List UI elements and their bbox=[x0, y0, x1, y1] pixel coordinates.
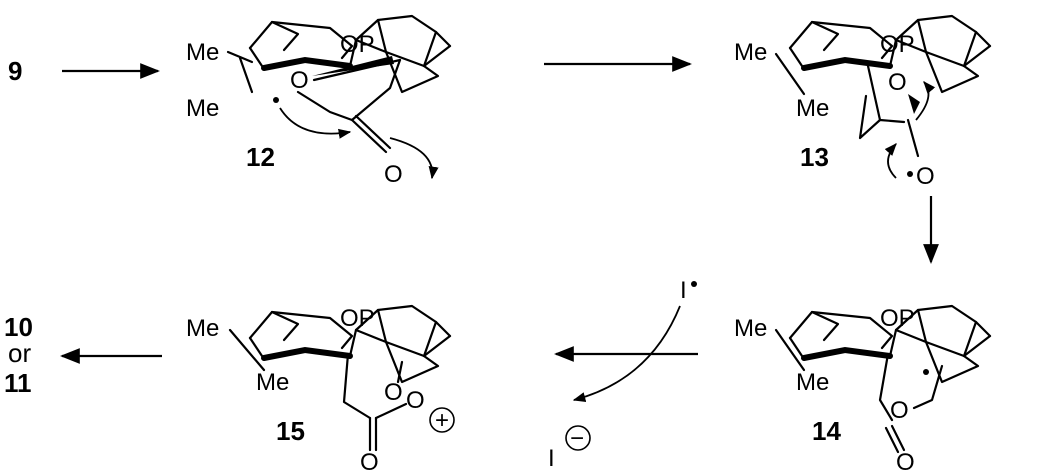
electron-arrow bbox=[884, 143, 897, 179]
or-label: or bbox=[8, 338, 31, 368]
structure-12: Me Me OP O O bbox=[186, 16, 450, 188]
electron-arrow bbox=[572, 305, 681, 402]
ketone-oxygen-label: O bbox=[384, 379, 403, 406]
me-label: Me bbox=[796, 95, 829, 122]
epoxide-oxygen-label: O bbox=[888, 69, 907, 96]
me-label: Me bbox=[186, 95, 219, 122]
compound-11-label: 11 bbox=[4, 368, 32, 398]
compound-15-label: 15 bbox=[276, 416, 305, 446]
compound-12-label: 12 bbox=[246, 142, 275, 172]
op-label: OP bbox=[880, 31, 915, 58]
op-label: OP bbox=[340, 305, 375, 332]
minus-charge-label: − bbox=[570, 425, 584, 452]
structure-13: Me Me OP O O bbox=[734, 16, 990, 190]
oxygen-label: O bbox=[290, 67, 309, 94]
carbonyl-oxygen-label: O bbox=[896, 449, 915, 473]
iodine-radical-label: I bbox=[680, 277, 687, 304]
carbonyl-oxygen-label: O bbox=[384, 161, 403, 188]
structure-15: Me Me OP O O O + bbox=[186, 305, 455, 473]
carbonyl-oxygen-label: O bbox=[360, 449, 379, 473]
radical-dot bbox=[273, 97, 279, 103]
oxonium-oxygen-label: O bbox=[406, 387, 425, 414]
me-label: Me bbox=[734, 39, 767, 66]
compound-13-label: 13 bbox=[800, 142, 829, 172]
ring-oxygen-label: O bbox=[890, 397, 909, 424]
plus-charge-label: + bbox=[435, 407, 449, 434]
me-label: Me bbox=[796, 369, 829, 396]
compound-9-label: 9 bbox=[8, 56, 22, 86]
me-label: Me bbox=[734, 315, 767, 342]
iodide-label: I bbox=[548, 445, 555, 472]
me-label: Me bbox=[186, 39, 219, 66]
op-label: OP bbox=[340, 31, 375, 58]
radical-dot bbox=[907, 171, 913, 177]
me-label: Me bbox=[186, 315, 219, 342]
electron-arrow bbox=[389, 137, 439, 180]
op-label: OP bbox=[880, 305, 915, 332]
alkoxy-oxygen-label: O bbox=[916, 163, 935, 190]
compound-14-label: 14 bbox=[812, 416, 841, 446]
radical-dot bbox=[691, 281, 697, 287]
electron-arrow bbox=[915, 81, 936, 121]
plus-charge-circle bbox=[429, 407, 455, 433]
compound-10-label: 10 bbox=[4, 312, 33, 342]
electron-arrow bbox=[279, 107, 352, 139]
radical-dot bbox=[923, 369, 929, 375]
structure-14: Me Me OP O O bbox=[734, 305, 990, 473]
minus-charge-circle bbox=[565, 425, 591, 451]
me-label: Me bbox=[256, 369, 289, 396]
